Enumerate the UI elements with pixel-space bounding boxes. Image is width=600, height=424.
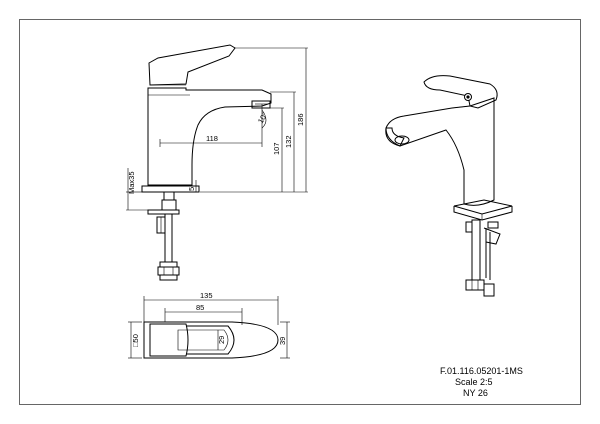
dimension-107: 107 bbox=[272, 142, 281, 155]
plan-view: 135 85 29 39 □50 bbox=[128, 291, 290, 359]
dimension-85: 85 bbox=[196, 303, 204, 312]
dimension-118: 118 bbox=[206, 134, 218, 143]
dimension-186: 186 bbox=[296, 113, 305, 126]
dimension-39: 39 bbox=[278, 337, 287, 345]
dimension-5: 5 bbox=[187, 187, 196, 191]
sheet-border bbox=[19, 19, 581, 405]
dimension-max35: Max35 bbox=[127, 171, 136, 194]
isometric-view bbox=[385, 75, 513, 297]
title-block: F.01.116.05201-1MS Scale 2:5 NY 26 bbox=[440, 366, 523, 398]
drawing-scale: Scale 2:5 bbox=[455, 377, 493, 387]
dimension-square-50: □50 bbox=[131, 334, 140, 347]
dimension-29: 29 bbox=[217, 336, 226, 344]
dimension-132: 132 bbox=[284, 135, 293, 148]
drawing-code: F.01.116.05201-1MS bbox=[440, 366, 523, 376]
drawing-ny: NY 26 bbox=[463, 388, 488, 398]
dimension-135: 135 bbox=[200, 291, 213, 300]
angle-label: 10° bbox=[256, 111, 269, 125]
front-elevation-view: 10° 118 186 132 107 5 bbox=[126, 44, 308, 281]
